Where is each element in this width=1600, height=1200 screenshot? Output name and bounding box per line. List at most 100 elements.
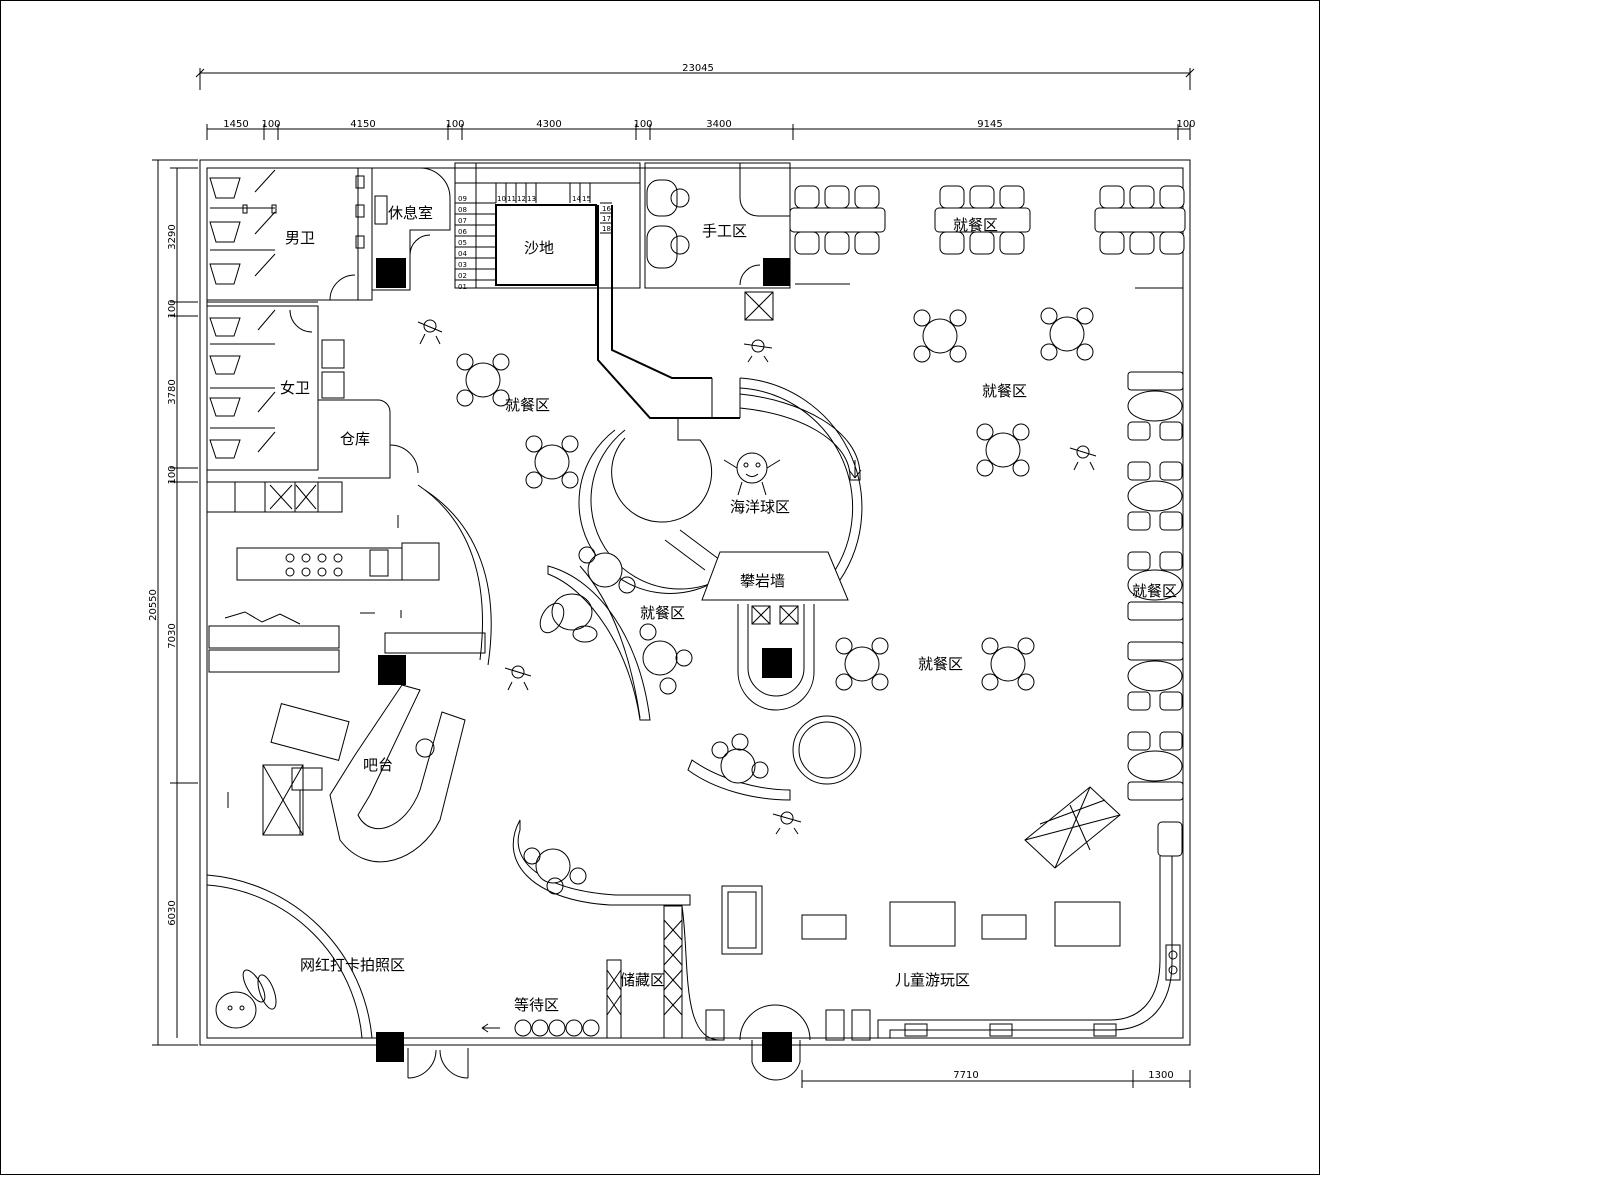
svg-text:15: 15 [582, 195, 591, 203]
label-storage: 仓库 [340, 430, 370, 448]
svg-text:14: 14 [572, 195, 581, 203]
person-icon [417, 319, 443, 345]
tent [1024, 786, 1121, 869]
label-dining-1: 就餐区 [953, 216, 998, 234]
men-toilet-stalls [209, 169, 365, 285]
round-table-2 [525, 435, 579, 489]
round-table-3 [913, 309, 967, 363]
svg-text:18: 18 [602, 225, 611, 233]
dim-left-3: 3780 [167, 379, 178, 404]
svg-text:02: 02 [458, 272, 467, 280]
label-ball-pool: 海洋球区 [730, 498, 790, 516]
person-figures [417, 319, 1097, 835]
round-table-6 [835, 637, 889, 691]
label-stock-area: 储藏区 [620, 971, 665, 989]
round-table-5 [976, 423, 1030, 477]
label-waiting-area: 等待区 [514, 996, 559, 1014]
chair-row-1 [789, 185, 886, 255]
stair-treads [455, 183, 612, 281]
right-booths: 就餐区 [1127, 371, 1184, 857]
label-men-wc: 男卫 [285, 229, 315, 247]
dim-left-total: 20550 [148, 589, 159, 621]
round-table-7 [981, 637, 1035, 691]
round-planter [792, 715, 862, 785]
label-climbing-wall: 攀岩墙 [740, 572, 785, 590]
toilet-block: 男卫 女卫 [206, 167, 373, 471]
kitchen [206, 481, 492, 685]
person-icon [504, 665, 532, 691]
round-table-4 [1040, 307, 1094, 361]
dining-top-right: 就餐区 [789, 185, 1186, 289]
svg-text:09: 09 [458, 195, 467, 203]
character-icon [723, 452, 781, 496]
label-sand-pit: 沙地 [524, 239, 554, 257]
label-dining-6: 就餐区 [1132, 582, 1177, 600]
dim-top-1: 1450 [223, 119, 248, 130]
dim-top-9: 100 [1176, 119, 1195, 130]
svg-text:04: 04 [458, 250, 467, 258]
label-bar-counter: 吧台 [363, 756, 393, 774]
label-craft-area: 手工区 [702, 222, 747, 240]
svg-text:08: 08 [458, 206, 467, 214]
svg-text:07: 07 [458, 217, 467, 225]
label-dining-3: 就餐区 [982, 382, 1027, 400]
svg-text:16: 16 [602, 205, 611, 213]
outer-walls [199, 159, 1191, 1046]
stair-numbers: 09 08 07 06 05 04 03 02 01 10 11 12 13 1… [458, 195, 611, 291]
dimension-left: 3290 100 3780 100 7030 6030 20550 [148, 159, 198, 1046]
dim-left-5: 7030 [167, 623, 178, 648]
dim-top-2: 100 [261, 119, 280, 130]
women-toilet-stalls [209, 309, 345, 459]
dim-left-1: 3290 [167, 224, 178, 249]
svg-text:17: 17 [602, 215, 611, 223]
dim-top-7: 3400 [706, 119, 731, 130]
chair-row-2 [934, 185, 1031, 255]
curved-seating-center: 就餐区 [539, 546, 693, 721]
person-icon [743, 339, 773, 363]
dimension-bottom: 7710 1300 [801, 1070, 1191, 1088]
bar-counter: 吧台 [227, 684, 466, 863]
dim-overall: 23045 [682, 63, 714, 74]
label-kids-play: 儿童游玩区 [895, 971, 970, 989]
label-women-wc: 女卫 [280, 379, 310, 397]
dim-top-3: 4150 [350, 119, 375, 130]
svg-text:03: 03 [458, 261, 467, 269]
stairs: 09 08 07 06 05 04 03 02 01 10 11 12 13 1… [454, 162, 641, 291]
svg-text:12: 12 [517, 195, 526, 203]
sand-pit: 沙地 [495, 204, 597, 286]
rabbit-sculpture [539, 593, 598, 643]
dim-left-4: 100 [167, 465, 178, 484]
dim-top-5: 4300 [536, 119, 561, 130]
dim-bottom-2: 1300 [1148, 1070, 1173, 1081]
rest-room: 休息室 [372, 167, 451, 291]
stock-area: 储藏区 [606, 905, 721, 1041]
label-dining-4: 就餐区 [918, 655, 963, 673]
chair-row-3 [1094, 185, 1186, 255]
svg-text:06: 06 [458, 228, 467, 236]
person-icon [1069, 445, 1097, 471]
climbing-wall: 攀岩墙 [701, 551, 849, 711]
dim-left-6: 6030 [167, 900, 178, 925]
dim-top-4: 100 [445, 119, 464, 130]
kids-play-area: 儿童游玩区 [705, 786, 1181, 1081]
label-dining-5: 就餐区 [640, 604, 685, 622]
dimension-top-overall: 23045 [195, 63, 1195, 90]
curved-seating-bottom [687, 733, 791, 801]
svg-text:11: 11 [507, 195, 516, 203]
craft-area: 手工区 [644, 162, 791, 321]
svg-text:01: 01 [458, 283, 467, 291]
dim-left-2: 100 [167, 299, 178, 318]
round-table-1 [456, 353, 510, 407]
storage-room: 仓库 [318, 399, 419, 479]
waiting-area: 等待区 [481, 819, 691, 1037]
drawing-frame [0, 0, 1320, 1175]
person-icon [772, 811, 802, 835]
svg-text:05: 05 [458, 239, 467, 247]
svg-text:13: 13 [527, 195, 536, 203]
dim-bottom-1: 7710 [953, 1070, 978, 1081]
photo-area: 网红打卡拍照区 [206, 874, 469, 1079]
rabbit-character [215, 969, 277, 1029]
label-dining-2: 就餐区 [505, 396, 550, 414]
dim-top-8: 9145 [977, 119, 1002, 130]
